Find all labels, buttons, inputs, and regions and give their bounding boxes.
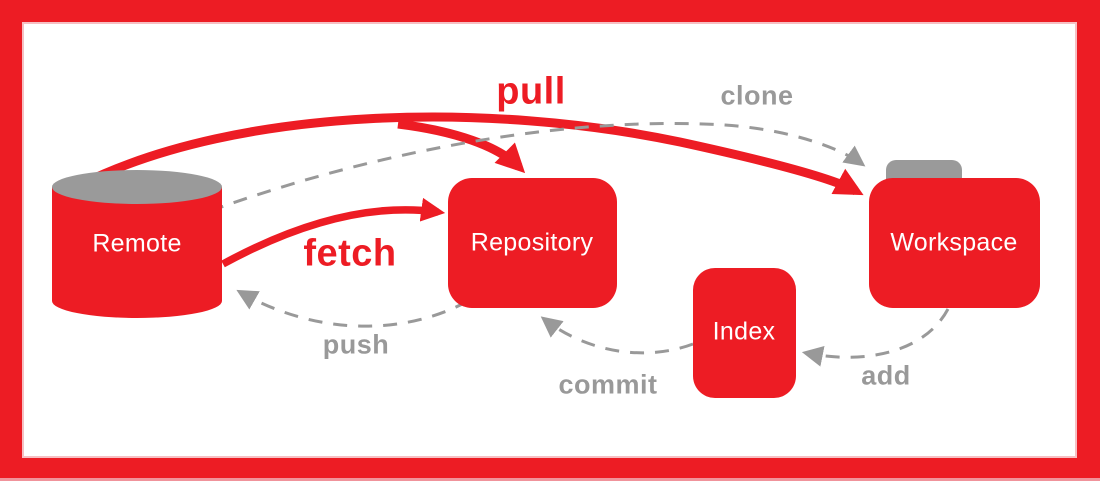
frame-bottom-highlight [0, 478, 1100, 481]
commit-label: commit [558, 369, 658, 400]
clone-label: clone [720, 80, 794, 111]
remote-node [52, 170, 222, 318]
remote-cylinder-top [52, 170, 222, 204]
push-label: push [322, 329, 390, 360]
pull-label: pull [496, 70, 566, 113]
workspace-node-label: Workspace [890, 228, 1018, 257]
fetch-arrow [221, 197, 446, 268]
pull-branch-arrow [397, 119, 526, 174]
workspace-node [869, 160, 1040, 308]
pull-arrow [80, 112, 864, 196]
fetch-label: fetch [303, 232, 397, 275]
add-arrow [801, 308, 950, 367]
repository-node-label: Repository [470, 228, 594, 257]
commit-arrow [540, 316, 694, 355]
repository-node [448, 178, 617, 308]
clone-arrow [209, 121, 866, 213]
add-label: add [861, 360, 911, 391]
remote-cylinder-body [52, 187, 222, 318]
index-node [693, 268, 796, 398]
index-node-label: Index [712, 317, 776, 346]
push-arrow [236, 289, 469, 328]
remote-node-label: Remote [92, 229, 182, 258]
